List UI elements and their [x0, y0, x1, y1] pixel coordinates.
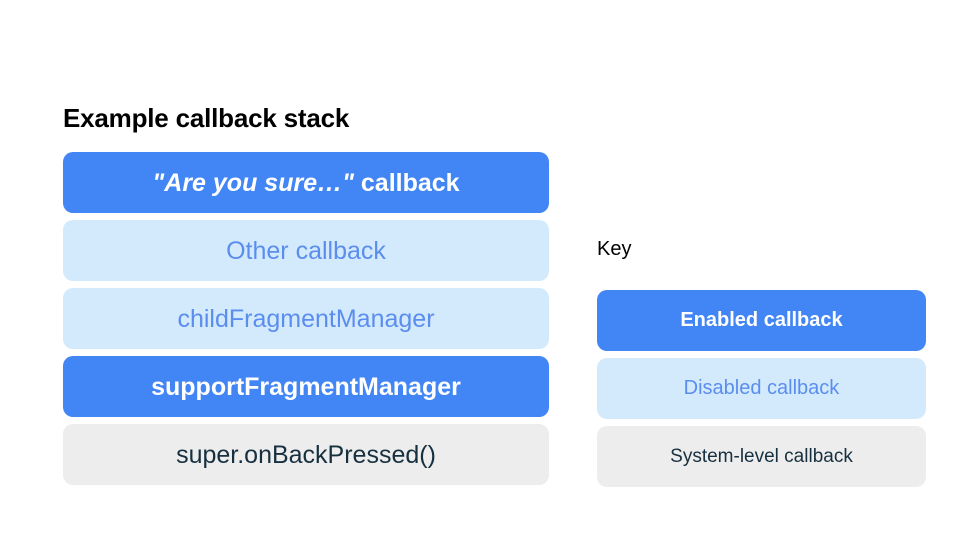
stack-item-label: super.onBackPressed() — [176, 440, 436, 469]
key-item-label: Disabled callback — [683, 377, 840, 399]
key-item-system-level-callback: System-level callback — [597, 426, 926, 487]
key-item-enabled-callback: Enabled callback — [597, 290, 926, 351]
key-legend-section: Key Enabled callback Disabled callback S… — [597, 236, 926, 487]
stack-item-child-fragment-manager[interactable]: childFragmentManager — [63, 288, 549, 349]
stack-item-label-plain: callback — [353, 168, 460, 197]
callback-stack-list: "Are you sure…" callback Other callback … — [63, 152, 549, 485]
page-title: Example callback stack — [63, 103, 350, 133]
stack-item-label: "Are you sure…" callback — [152, 168, 459, 198]
stack-item-label-quoted: "Are you sure…" — [152, 168, 354, 197]
key-legend-list: Enabled callback Disabled callback Syste… — [597, 290, 926, 487]
stack-item-are-you-sure-callback[interactable]: "Are you sure…" callback — [63, 152, 549, 213]
stack-item-other-callback[interactable]: Other callback — [63, 220, 549, 281]
stack-item-label: supportFragmentManager — [151, 372, 461, 401]
stack-item-label: Other callback — [226, 236, 386, 265]
callback-stack-section: Example callback stack "Are you sure…" c… — [63, 101, 549, 485]
stack-item-support-fragment-manager[interactable]: supportFragmentManager — [63, 356, 549, 417]
key-item-label: System-level callback — [670, 446, 853, 467]
stack-item-super-on-back-pressed[interactable]: super.onBackPressed() — [63, 424, 549, 485]
key-item-disabled-callback: Disabled callback — [597, 358, 926, 419]
key-title: Key — [597, 238, 632, 260]
key-item-label: Enabled callback — [680, 309, 843, 331]
stack-item-label: childFragmentManager — [177, 304, 435, 333]
